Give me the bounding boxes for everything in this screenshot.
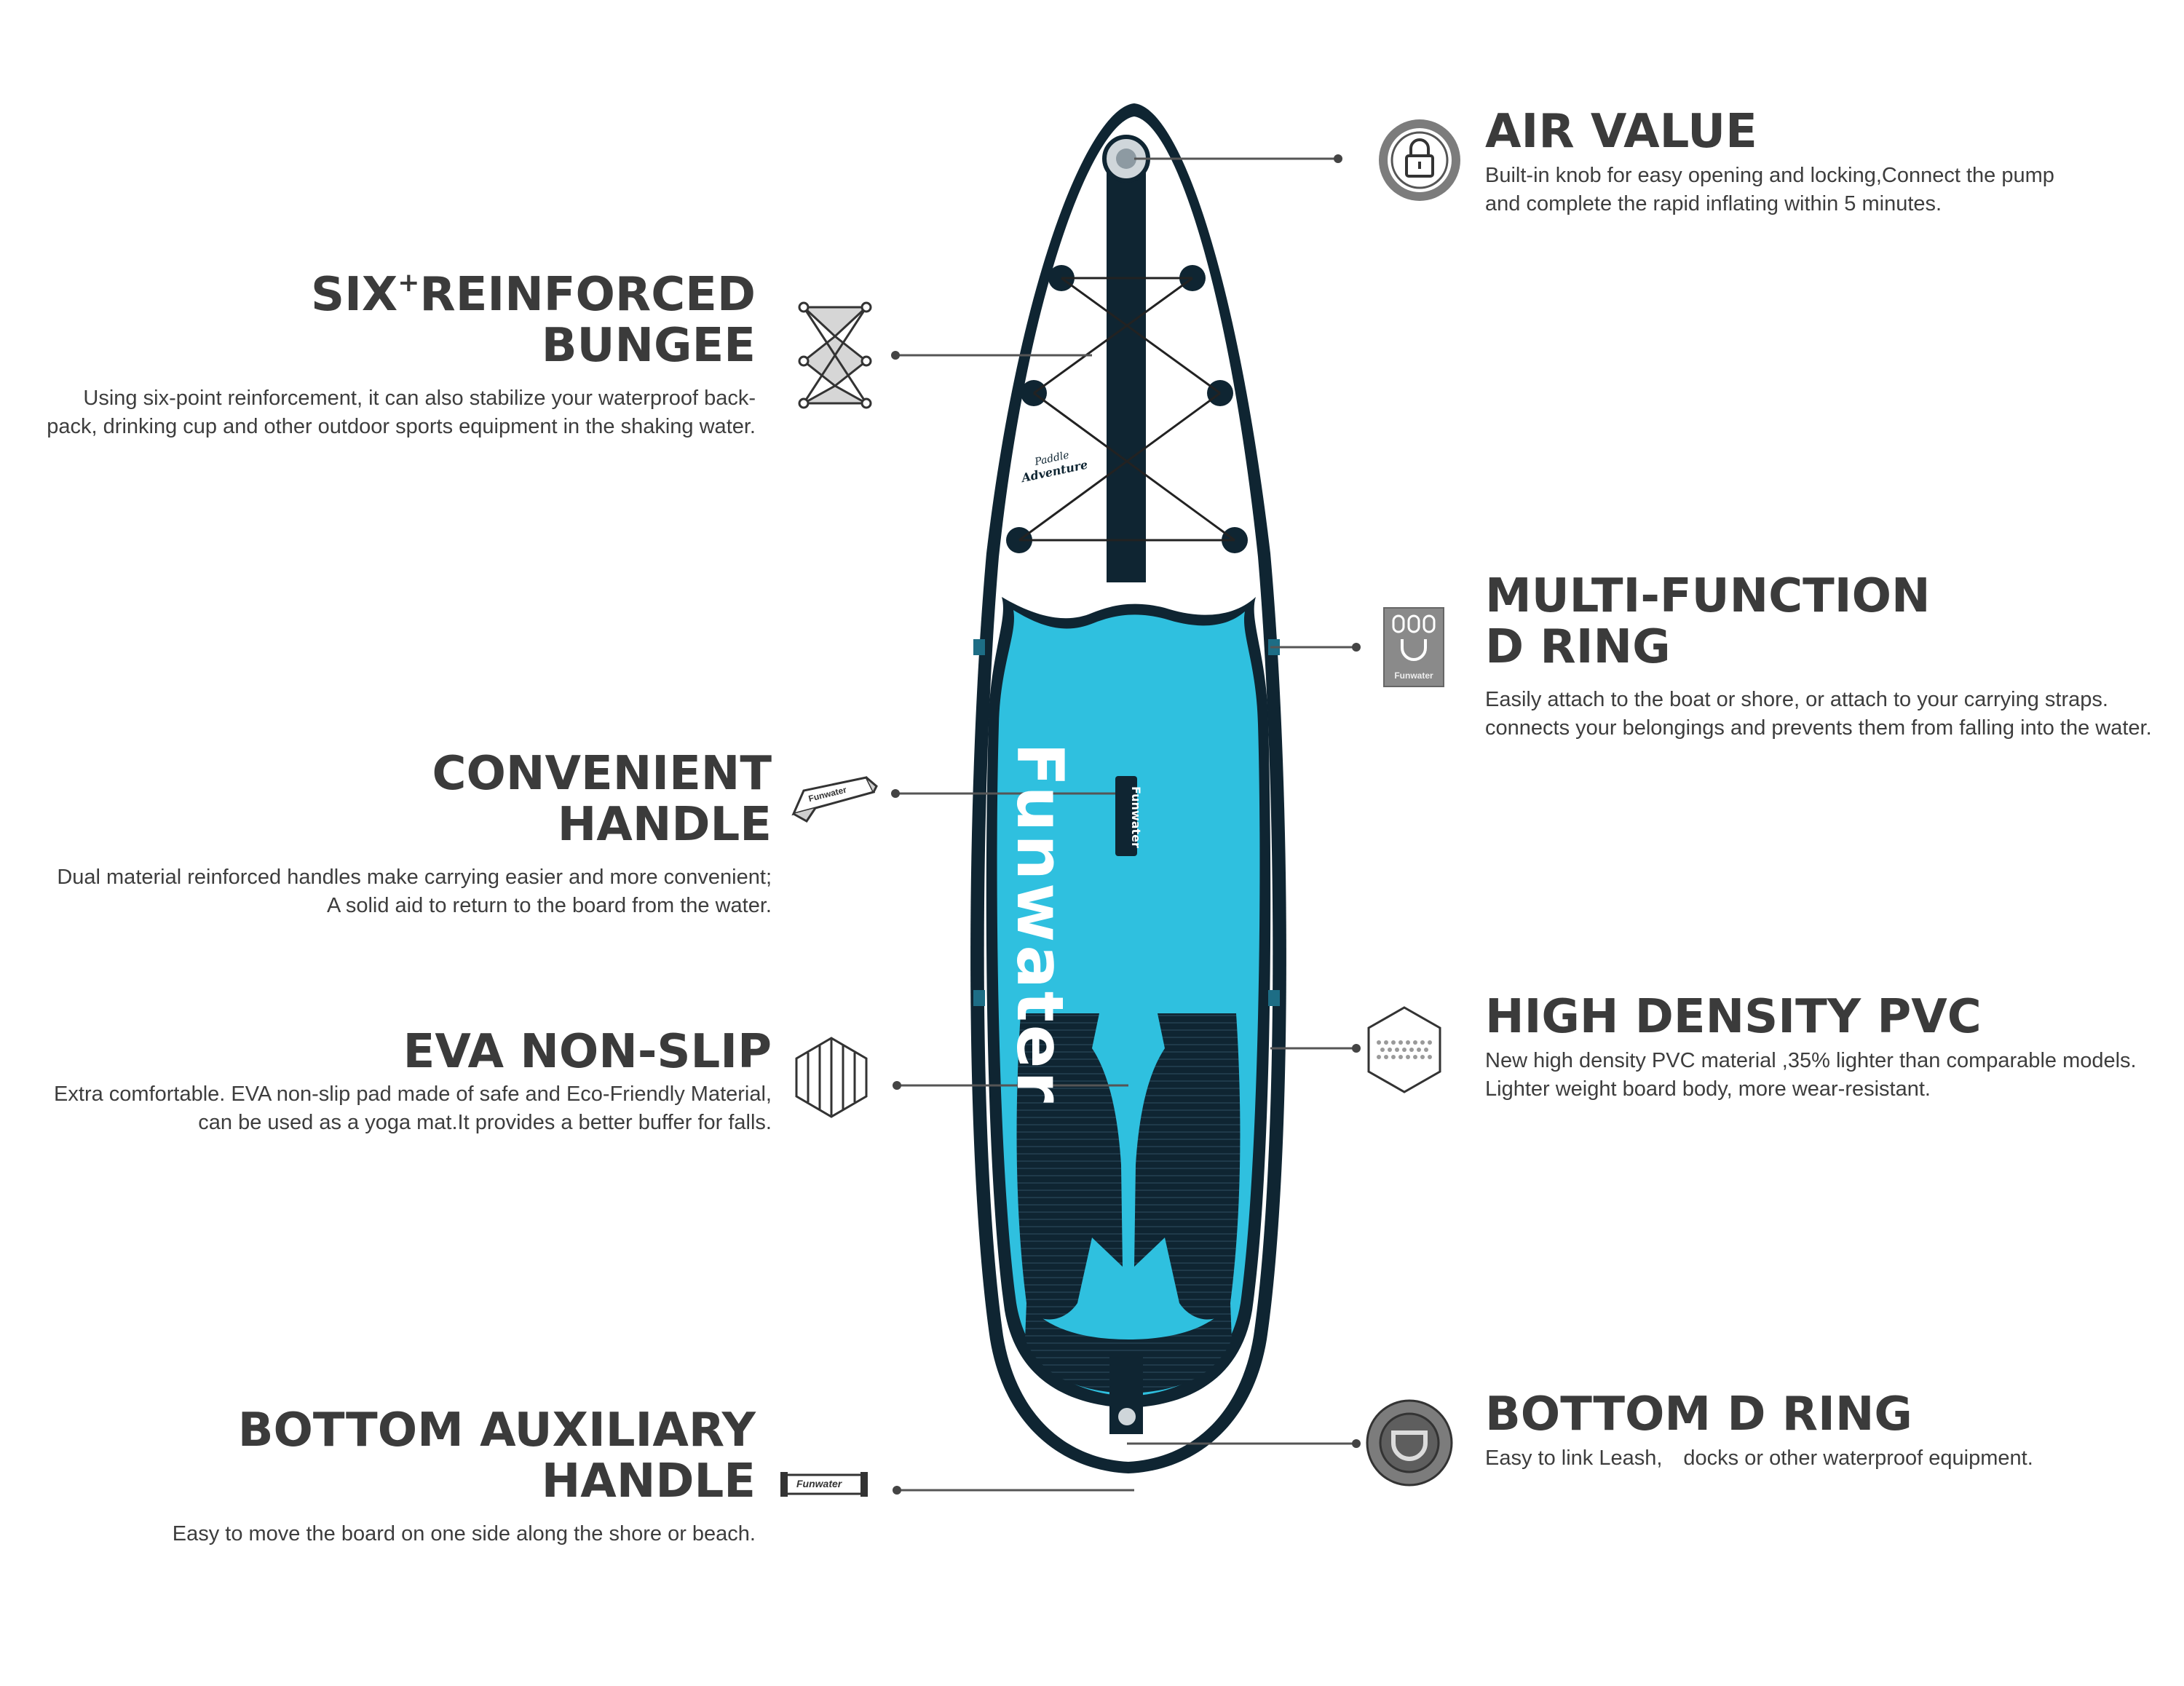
- leader-dots: [891, 154, 1361, 1495]
- bungee-title-rest: REINFORCED: [419, 268, 756, 322]
- leader-lines: [895, 157, 1356, 1492]
- pvc-desc: New high density PVC material ,35% light…: [1485, 1047, 2169, 1104]
- bungee-desc-1: Using six-point reinforcement, it can al…: [83, 387, 756, 410]
- pvc-desc-1: New high density PVC material ,35% light…: [1485, 1049, 2137, 1072]
- d-ring-icon-label: Funwater: [1394, 670, 1433, 681]
- lock-icon: [1379, 119, 1460, 201]
- side-d-ring: [1268, 990, 1280, 1006]
- d-ring-title-2: D RING: [1485, 620, 1671, 674]
- eva-pad-left: [1016, 1013, 1123, 1320]
- bungee-title-prefix: SIX: [310, 268, 398, 322]
- eva-pad-tail: [1025, 1303, 1232, 1393]
- feature-pvc: HIGH DENSITY PVC New high density PVC ma…: [1485, 992, 2169, 1104]
- bungee-title-sup: +: [397, 268, 420, 298]
- feature-bungee: SIX+REINFORCED BUNGEE Using six-point re…: [15, 269, 756, 441]
- bungee-desc: Using six-point reinforcement, it can al…: [15, 384, 756, 441]
- aux-handle-icon-label: Funwater: [796, 1478, 842, 1489]
- bungee-icon: [798, 301, 872, 409]
- pvc-desc-2: Lighter weight board body, more wear-res…: [1485, 1077, 1931, 1101]
- handle-title-1: CONVENIENT: [432, 747, 772, 801]
- bungee-title-1: SIX+REINFORCED: [15, 269, 756, 320]
- bottom-d-ring: [1118, 1408, 1136, 1425]
- eva-desc: Extra comfortable. EVA non-slip pad made…: [15, 1080, 772, 1137]
- feature-handle: CONVENIENT HANDLE Dual material reinforc…: [15, 748, 772, 920]
- side-d-ring: [973, 639, 985, 655]
- bungee-cords: [1018, 277, 1235, 542]
- bottom-ring-title: BOTTOM D RING: [1485, 1388, 1912, 1441]
- side-d-ring: [973, 990, 985, 1006]
- eva-title: EVA NON-SLIP: [403, 1025, 772, 1079]
- feature-bottom-ring: BOTTOM D RING Easy to link Leash, docks …: [1485, 1389, 2169, 1473]
- bungee-desc-2: pack, drinking cup and other outdoor spo…: [47, 415, 756, 438]
- board-brand: Funwater: [1002, 743, 1077, 1106]
- d-ring-icon: Funwater: [1383, 607, 1444, 687]
- aux-handle-icon: Funwater: [779, 1469, 869, 1500]
- bottom-ring-desc: Easy to link Leash, docks or other water…: [1485, 1444, 2169, 1473]
- feature-air-value: AIR VALUE Built-in knob for easy opening…: [1485, 106, 2140, 218]
- eva-desc-2: can be used as a yoga mat.It provides a …: [198, 1111, 772, 1134]
- pvc-title: HIGH DENSITY PVC: [1485, 990, 1982, 1044]
- bungee-title-2: BUNGEE: [541, 319, 756, 373]
- hexagon-icon: [1367, 1006, 1441, 1093]
- aux-handle-desc: Easy to move the board on one side along…: [15, 1520, 756, 1548]
- d-ring-desc: Easily attach to the boat or shore, or a…: [1485, 686, 2169, 743]
- feature-aux-handle: BOTTOM AUXILIARY HANDLE Easy to move the…: [15, 1405, 756, 1548]
- handle-desc-1: Dual material reinforced handles make ca…: [57, 866, 772, 889]
- bottom-ring-desc-1: Easy to link Leash, docks or other water…: [1485, 1446, 2033, 1470]
- feature-eva: EVA NON-SLIP Extra comfortable. EVA non-…: [15, 1026, 772, 1137]
- handle-desc: Dual material reinforced handles make ca…: [15, 863, 772, 920]
- bottom-ring-icon: [1366, 1399, 1453, 1487]
- air-value-desc-2: and complete the rapid inflating within …: [1485, 192, 1942, 215]
- d-ring-desc-1: Easily attach to the boat or shore, or a…: [1485, 688, 2108, 711]
- aux-handle-title-2: HANDLE: [541, 1455, 756, 1508]
- air-value-desc: Built-in knob for easy opening and locki…: [1485, 162, 2140, 218]
- handle-title-2: HANDLE: [557, 798, 772, 852]
- d-ring-title-1: MULTI-FUNCTION: [1485, 569, 1931, 623]
- feature-d-ring: MULTI-FUNCTION D RING Easily attach to t…: [1485, 571, 2169, 743]
- handle-brand: Funwater: [1129, 786, 1143, 848]
- d-ring-desc-2: connects your belongings and prevents th…: [1485, 716, 2152, 740]
- handle-icon: Funwater: [786, 770, 881, 828]
- air-value-desc-1: Built-in knob for easy opening and locki…: [1485, 164, 2054, 187]
- center-handle: [1115, 776, 1137, 856]
- eva-desc-1: Extra comfortable. EVA non-slip pad made…: [54, 1083, 772, 1106]
- center-strip: [1107, 146, 1146, 582]
- handle-desc-2: A solid aid to return to the board from …: [327, 894, 772, 917]
- eva-pad-right: [1134, 1013, 1241, 1320]
- eva-pad-icon: [795, 1037, 868, 1118]
- aux-handle-title-1: BOTTOM AUXILIARY: [237, 1404, 756, 1457]
- aux-handle-desc-1: Easy to move the board on one side along…: [172, 1522, 756, 1546]
- d-ring-shape-icon: [1392, 614, 1436, 661]
- air-value-title: AIR VALUE: [1485, 105, 1757, 159]
